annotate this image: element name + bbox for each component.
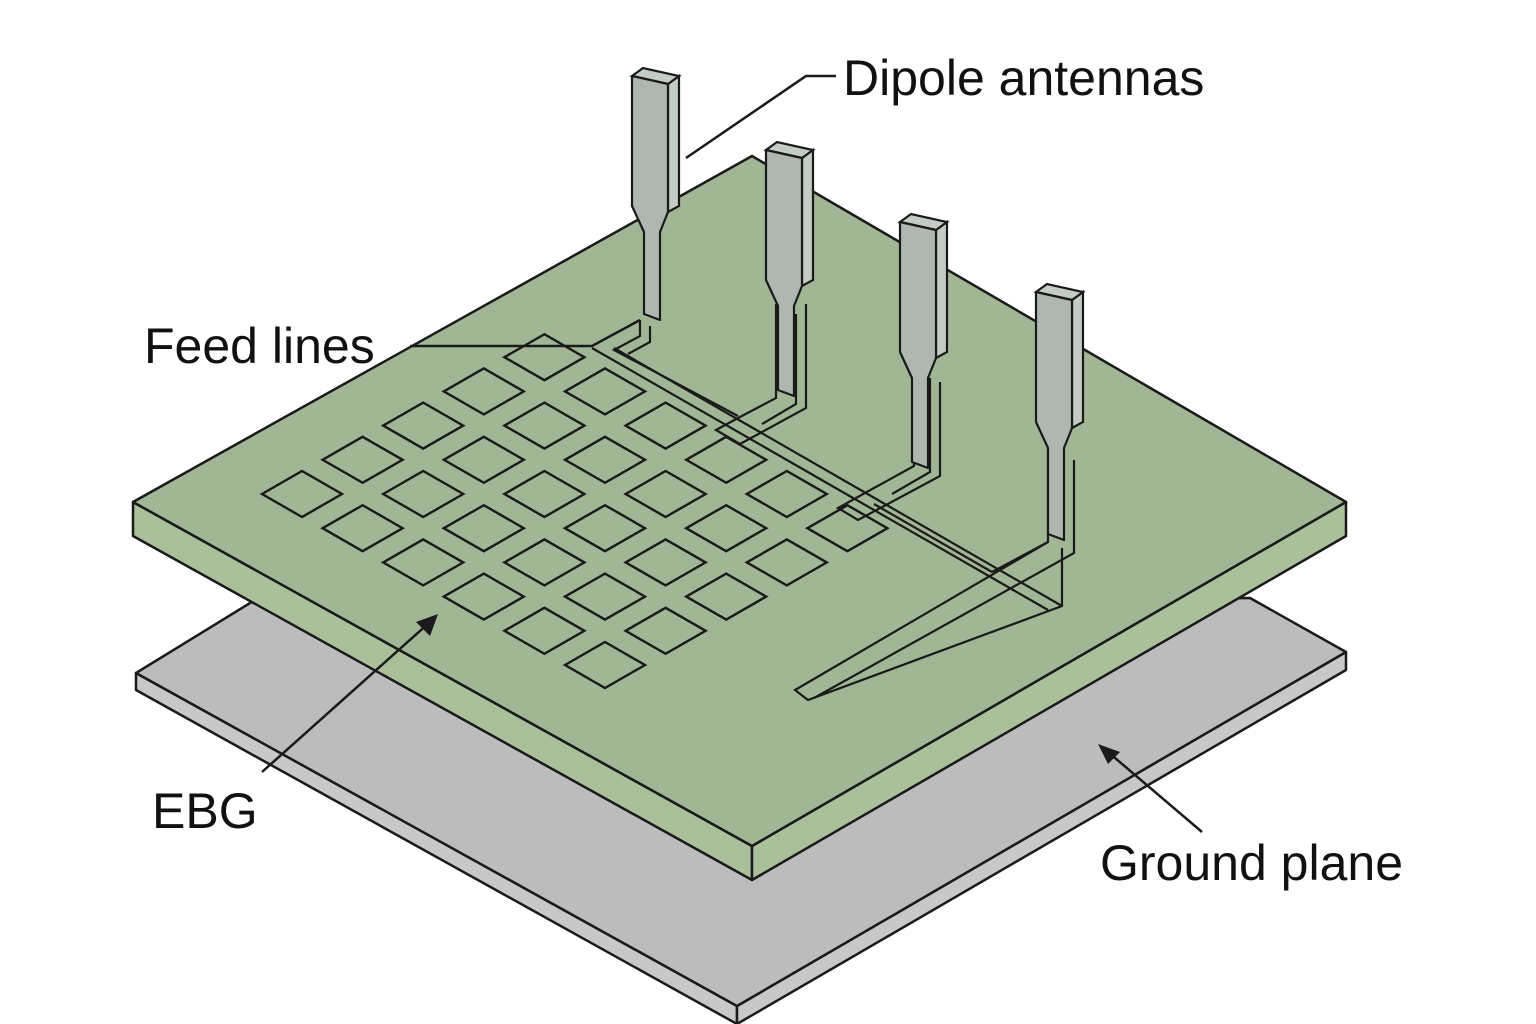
feed-line-branch-3-a	[835, 372, 942, 522]
feed-line-branch-1-a	[611, 320, 739, 417]
feed-line-branch-2-b	[761, 314, 798, 425]
feed-lines-label: Feed lines	[144, 318, 375, 374]
ebg-cell	[623, 538, 709, 587]
ebg-cell	[380, 469, 466, 519]
ebg-cell	[623, 469, 709, 519]
ground-plane-arrow-head	[1098, 744, 1120, 764]
feed-line-branch-3-b	[891, 378, 932, 495]
feed-line-connector-inner	[813, 460, 1076, 699]
dipole-antennas	[629, 66, 1086, 542]
dipole-antenna-face	[764, 148, 804, 398]
ebg-cell	[320, 435, 406, 485]
dipole-antennas-leader	[685, 74, 836, 160]
ground-plane-leader	[1107, 751, 1203, 833]
ebg-cell	[562, 503, 648, 553]
feed-line-trunk-upper	[591, 347, 1049, 611]
dipole-antenna-3	[897, 212, 950, 470]
ebg-cell	[683, 503, 769, 553]
leader-lines	[261, 74, 1203, 833]
dipole-antenna-side	[1070, 289, 1085, 430]
ebg-cell	[683, 572, 769, 621]
feed-line-connector-outer	[793, 541, 1064, 702]
ebg-cell	[562, 367, 648, 416]
ebg-cell	[744, 469, 830, 519]
ebg-cell	[501, 606, 587, 656]
feed-lines	[591, 304, 1076, 702]
feed-line-branch-2-a	[713, 304, 808, 446]
ebg-cell	[501, 538, 587, 587]
feed-line-trunk-lower	[613, 347, 1063, 607]
ebg-cell	[804, 503, 890, 553]
ebg-cell	[441, 367, 527, 416]
ebg-cell	[683, 435, 769, 485]
ebg-cell	[441, 503, 527, 553]
ebg-cell	[623, 606, 709, 656]
dipole-antenna-face	[898, 220, 938, 470]
ebg-grid	[259, 332, 890, 690]
dipole-antenna-face	[1034, 290, 1074, 542]
ebg-cell	[259, 469, 345, 519]
ebg-cell	[744, 538, 830, 587]
feed-line-branch-1-b	[627, 326, 652, 355]
ebg-label: EBG	[152, 783, 258, 839]
ebg-cell	[380, 401, 466, 450]
ebg-cell	[380, 538, 466, 587]
dipole-antenna-side	[934, 219, 949, 360]
feed-lines-leader	[410, 318, 641, 348]
ebg-cell	[501, 332, 587, 382]
ground-plane-label: Ground plane	[1100, 835, 1403, 891]
ebg-cell	[562, 572, 648, 621]
ebg-leader	[261, 621, 431, 773]
dipole-antennas-label: Dipole antennas	[843, 50, 1204, 106]
ebg-cell	[320, 503, 406, 553]
dipole-antenna-side	[800, 147, 815, 288]
feed-line-branch-4-b	[873, 503, 993, 573]
ebg-cell	[441, 435, 527, 485]
ebg-cell	[562, 640, 648, 690]
dipole-antenna-1	[629, 66, 682, 322]
dipole-antenna-side	[666, 73, 681, 214]
ebg-cell	[501, 401, 587, 450]
ebg-cell	[501, 469, 587, 519]
ebg-cell	[562, 435, 648, 485]
dipole-antenna-face	[630, 74, 670, 322]
ebg-cell	[441, 572, 527, 621]
dipole-antenna-4	[1033, 282, 1086, 542]
ebg-arrow-head	[416, 614, 438, 636]
dipole-antenna-2	[763, 140, 816, 398]
ebg-cell	[623, 401, 709, 450]
